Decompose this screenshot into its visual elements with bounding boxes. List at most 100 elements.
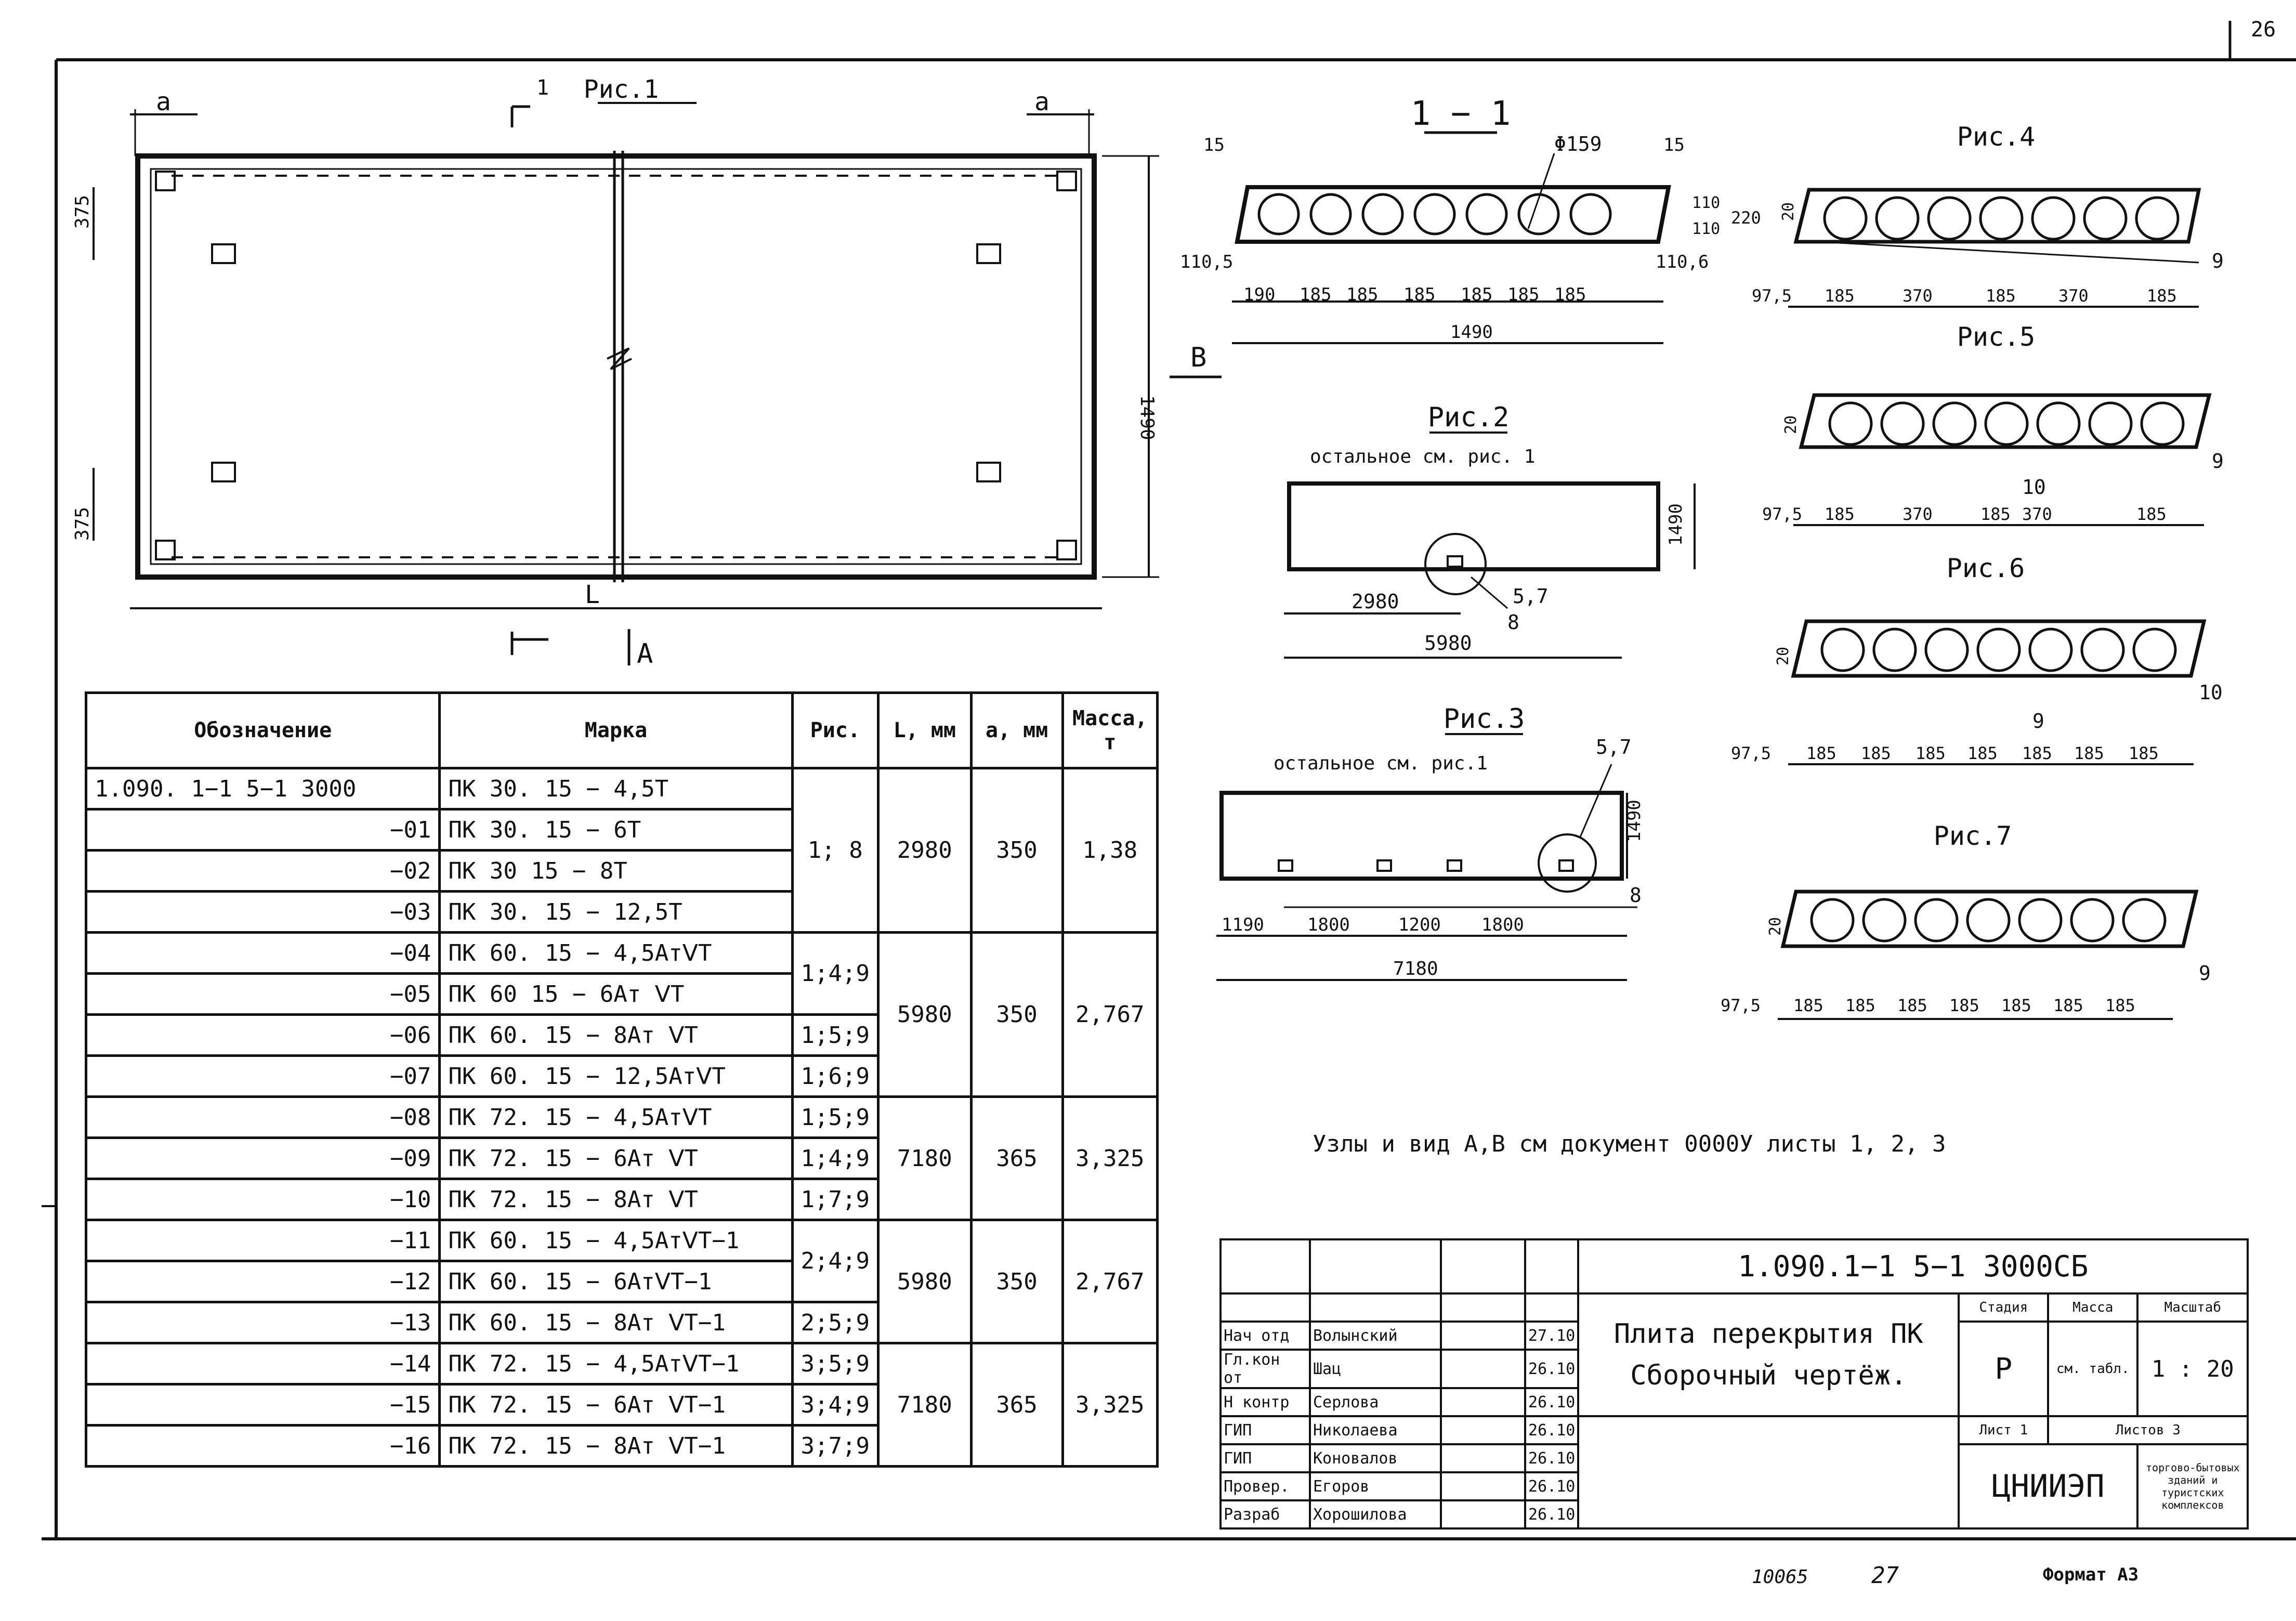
row-designation: −11: [84, 1219, 441, 1262]
row-mass: 3,325: [1061, 1342, 1159, 1468]
section-phi: Φ159: [1554, 133, 1602, 155]
fig1-view-B: В: [1190, 342, 1206, 373]
row-L: 7180: [877, 1342, 973, 1468]
fig3-dim-7180: 7180: [1393, 958, 1438, 979]
row-mark: ПК 30 15 − 8Т: [438, 849, 794, 893]
row-designation: −10: [84, 1178, 441, 1221]
stage-label: Стадия: [1958, 1292, 2050, 1323]
row-fig: 1;4;9: [791, 1136, 880, 1180]
row-L: 7180: [877, 1095, 973, 1221]
row-fig: 3;5;9: [791, 1342, 880, 1385]
section-dim-15-left: 15: [1203, 135, 1225, 155]
row-fig: 1;5;9: [791, 1095, 880, 1139]
fig4-dim-0: 97,5: [1752, 286, 1792, 306]
row-mark: ПК 72. 15 − 8Ат ⅤТ: [438, 1178, 794, 1221]
fig7-dim-4: 185: [1949, 996, 1979, 1015]
row-fig: 1;6;9: [791, 1054, 880, 1098]
role: Н контр: [1219, 1387, 1311, 1417]
fig3-dim-1800b: 1800: [1481, 914, 1524, 935]
sheets: Листов 3: [2047, 1415, 2249, 1445]
fig7-dim-0: 97,5: [1721, 996, 1761, 1015]
row-mass: 3,325: [1061, 1095, 1159, 1221]
scale-value: 1 : 20: [2136, 1321, 2249, 1417]
row-designation: −08: [84, 1095, 441, 1139]
header-mark: Марка: [438, 691, 794, 769]
row-mark: ПК 60. 15 − 6АтⅤТ−1: [438, 1260, 794, 1303]
fig5-dim-5: 185: [2136, 504, 2167, 524]
section-dim-110-5: 110,5: [1180, 252, 1233, 272]
fig6-dim-4: 185: [1967, 743, 1998, 763]
fig1-title: Рис.1: [584, 75, 659, 104]
scale-label: Масштаб: [2136, 1292, 2249, 1323]
person-name: Серлова: [1309, 1387, 1442, 1417]
fig7-title: Рис.7: [1934, 821, 2012, 851]
spec-table: Обозначение Марка Рис. L, мм a, мм Масса…: [84, 691, 1159, 1468]
fig4-dim-1: 185: [1825, 286, 1855, 306]
row-L: 5980: [877, 931, 973, 1098]
role: Провер.: [1219, 1471, 1311, 1501]
fig2-dim-2980: 2980: [1352, 590, 1399, 613]
fig4-dim-5: 185: [2147, 286, 2177, 306]
fig5-dim-3: 185: [1980, 504, 2011, 524]
row-designation: −07: [84, 1054, 441, 1098]
fig4-dim-20: 20: [1779, 202, 1798, 221]
fig7-dim-1: 185: [1793, 996, 1823, 1015]
fig6-leader-10: 10: [2199, 681, 2223, 704]
fig5-dim-20: 20: [1782, 415, 1800, 434]
row-mark: ПК 72. 15 − 6Ат ⅤТ: [438, 1136, 794, 1180]
section-dim-190: 190: [1243, 284, 1275, 305]
row-designation: −04: [84, 931, 441, 975]
fig6-leader-9: 9: [2032, 710, 2044, 733]
row-mark: ПК 72. 15 − 6Ат ⅤТ−1: [438, 1383, 794, 1427]
fig4-7-drawings: [1778, 188, 2212, 1020]
row-designation: −14: [84, 1342, 441, 1385]
role: ГИП: [1219, 1443, 1311, 1473]
org-sub: торгово-бытовых зданий и туристских комп…: [2136, 1443, 2249, 1530]
header-designation: Обозначение: [84, 691, 441, 769]
row-mark: ПК 60. 15 − 4,5АтⅤТ: [438, 931, 794, 975]
row-fig: 3;7;9: [791, 1424, 880, 1468]
section-dim-15-right: 15: [1663, 135, 1685, 155]
fig7-dim-2: 185: [1845, 996, 1875, 1015]
table-row: −11 ПК 60. 15 − 4,5АтⅤТ−1 2;4;9 5980 350…: [84, 1219, 1159, 1344]
fig2-dim-1490: 1490: [1665, 503, 1686, 546]
sign-date: 26.10: [1524, 1499, 1580, 1530]
spec-header-row: Обозначение Марка Рис. L, мм a, мм Масса…: [84, 691, 1159, 769]
row-L: 2980: [877, 767, 973, 934]
fig6-dim-7: 185: [2129, 743, 2159, 763]
fig1-dim-L: L: [585, 580, 600, 609]
row-a: 365: [969, 1095, 1064, 1221]
sign-date: 26.10: [1524, 1387, 1580, 1417]
header-fig: Рис.: [791, 691, 880, 769]
fig4-dim-2: 370: [1903, 286, 1933, 306]
section-dim-110a: 110: [1692, 194, 1720, 212]
fig6-dim-20: 20: [1774, 647, 1792, 665]
fig4-dim-4: 370: [2058, 286, 2089, 306]
row-mass: 2,767: [1061, 1219, 1159, 1344]
page-number: 26: [2251, 18, 2276, 42]
row-a: 350: [969, 931, 1064, 1098]
row-fig: 3;4;9: [791, 1383, 880, 1427]
row-a: 350: [969, 1219, 1064, 1344]
row-designation: −03: [84, 890, 441, 934]
row-designation: −16: [84, 1424, 441, 1468]
doc-name-line2: Сборочный чертёж.: [1630, 1360, 1907, 1391]
row-designation: −05: [84, 972, 441, 1016]
table-row: 1.090. 1−1 5−1 3000 ПК 30. 15 − 4,5Т 1; …: [84, 767, 1159, 934]
fig5-dim-0: 97,5: [1762, 504, 1802, 524]
row-designation: −09: [84, 1136, 441, 1180]
fig5-dim-4: 370: [2022, 504, 2052, 524]
role: ГИП: [1219, 1415, 1311, 1445]
section-dim-185-2: 185: [1346, 284, 1378, 305]
fig7-dim-6: 185: [2053, 996, 2083, 1015]
fig3-leader-8: 8: [1630, 884, 1642, 907]
section-dim-185-5: 185: [1507, 284, 1539, 305]
fig3-dim-1200: 1200: [1398, 914, 1441, 935]
section-dim-110b: 110: [1692, 220, 1720, 238]
row-fig: 1;5;9: [791, 1013, 880, 1057]
row-fig: 2;4;9: [791, 1219, 880, 1303]
person-name: Николаева: [1309, 1415, 1442, 1445]
row-fig: 1;4;9: [791, 931, 880, 1016]
